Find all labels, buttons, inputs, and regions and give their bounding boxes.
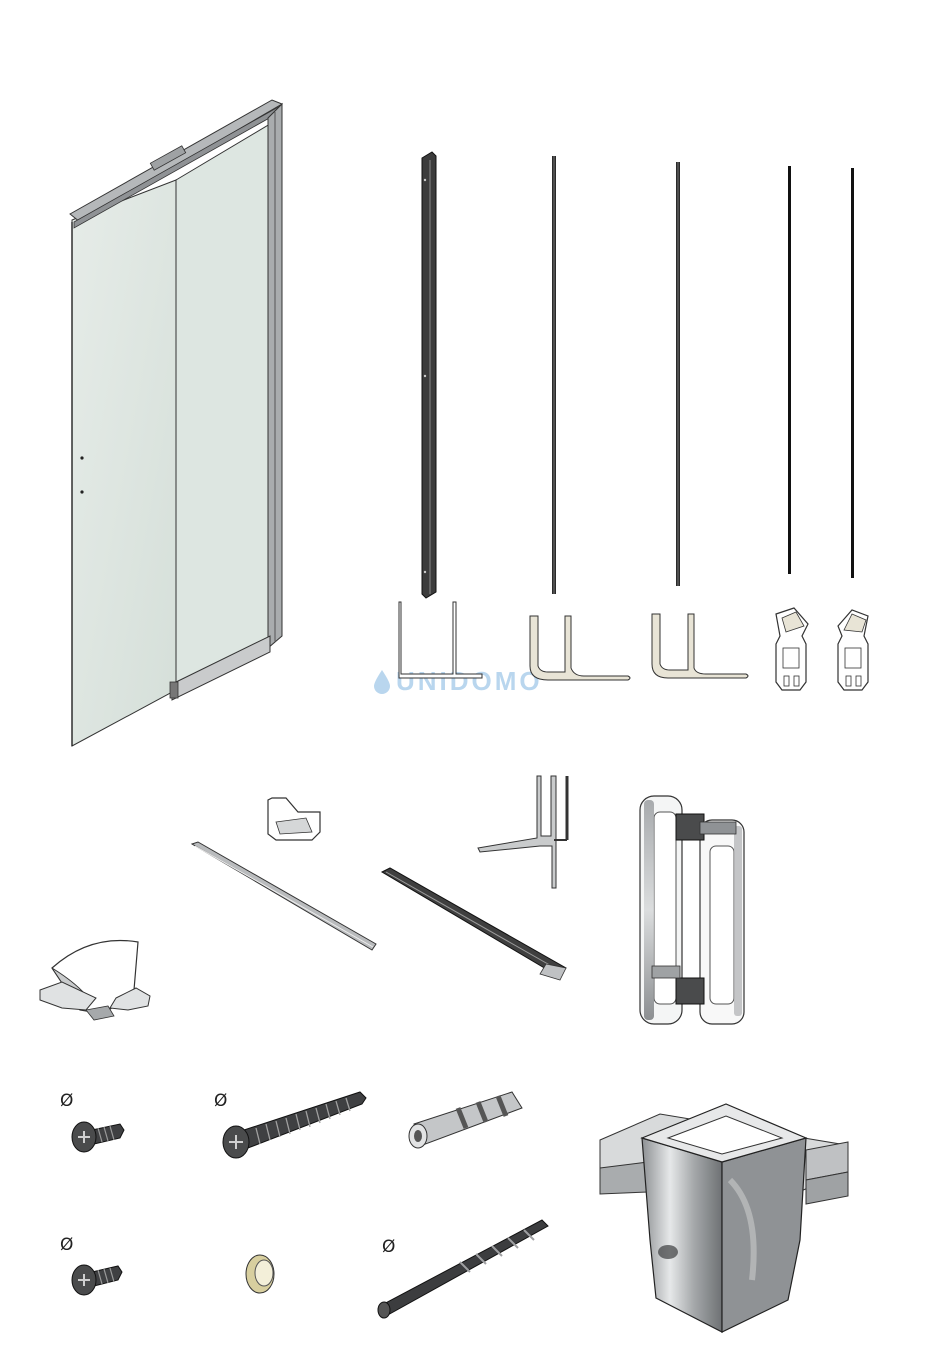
diameter-label: Ø xyxy=(214,1091,227,1111)
seal-section xyxy=(652,614,748,678)
corner-connector xyxy=(600,1104,848,1332)
handle-hole xyxy=(80,456,83,459)
connector-body-right xyxy=(722,1138,806,1332)
guide-rail-1 xyxy=(192,798,376,950)
screw-long: Ø xyxy=(214,1091,366,1158)
handle-mount-bottom xyxy=(676,978,704,1004)
sliding-door-panel xyxy=(70,100,282,746)
rail-section xyxy=(268,798,320,840)
wall-plug xyxy=(409,1092,522,1148)
water-drop-icon xyxy=(374,670,390,694)
guide-rail-2 xyxy=(382,868,566,980)
cover-cap xyxy=(246,1255,274,1293)
screw-short: Ø xyxy=(60,1091,124,1152)
seal-section xyxy=(530,616,630,680)
connector-body-left xyxy=(642,1138,722,1332)
watermark-text: UNIDOMO xyxy=(396,666,543,696)
handle-hole xyxy=(80,490,83,493)
diameter-label: Ø xyxy=(60,1091,73,1111)
magnetic-seal-2 xyxy=(838,168,868,690)
sliding-glass xyxy=(176,124,270,690)
magnetic-seal-1 xyxy=(776,166,808,690)
diameter-label: Ø xyxy=(382,1237,395,1257)
bottom-seal-1 xyxy=(530,156,630,680)
bottom-seal-2 xyxy=(652,162,748,678)
floor-guide xyxy=(40,940,150,1020)
fixed-glass xyxy=(72,180,176,746)
screw-small: Ø xyxy=(60,1235,122,1295)
diameter-label: Ø xyxy=(60,1235,73,1255)
wall-profile xyxy=(399,152,482,678)
door-handle xyxy=(640,796,744,1024)
drill-bit: Ø xyxy=(378,1220,548,1318)
side-seal xyxy=(478,776,567,888)
